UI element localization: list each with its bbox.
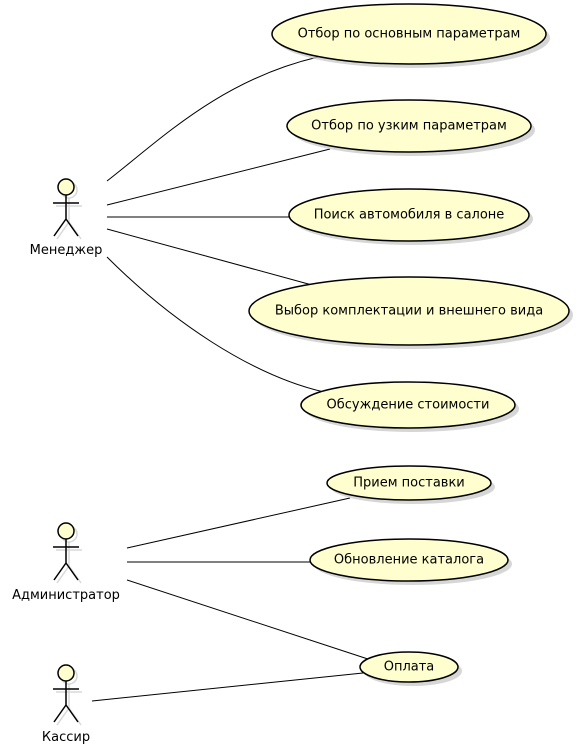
usecase-otbor-osnovnye: Отбор по основным параметрам [271, 3, 550, 68]
association-cashier-uc8 [91, 672, 364, 702]
usecase-priem-postavki: Прием поставки [326, 465, 495, 504]
usecase-label: Прием поставки [353, 476, 465, 491]
actor-name: Менеджер [30, 243, 103, 258]
actor-name: Администратор [12, 588, 120, 603]
usecase-label: Поиск автомобиля в салоне [314, 208, 505, 223]
usecase-label: Обсуждение стоимости [327, 398, 490, 413]
association-manager-uc5 [106, 256, 325, 393]
association-manager-uc1 [106, 56, 319, 182]
association-manager-uc2 [106, 148, 331, 206]
association-admin-uc6 [126, 497, 351, 549]
usecase-vybor-komplektatsii: Выбор комплектации и внешнего вида [248, 276, 573, 349]
actor-name: Кассир [42, 730, 90, 745]
actor-admin: Администратор [12, 522, 120, 603]
usecase-label: Оплата [384, 660, 435, 675]
stick-figure-icon [53, 664, 82, 726]
usecase-obnovlenie-kataloga: Обновление каталога [309, 538, 512, 585]
actor-cashier: Кассир [42, 664, 90, 745]
association-admin-uc8 [126, 579, 375, 662]
stick-figure-icon [53, 178, 82, 240]
usecase-poisk-avtomobilya: Поиск автомобиля в салоне [288, 188, 533, 245]
usecase-label: Выбор комплектации и внешнего вида [275, 304, 543, 319]
usecase-label: Отбор по основным параметрам [298, 27, 521, 42]
use-cases: Отбор по основным параметрам Отбор по уз… [248, 3, 573, 686]
usecase-obsuzhdenie-stoimosti: Обсуждение стоимости [300, 381, 519, 432]
associations [91, 56, 375, 702]
association-manager-uc4 [106, 228, 313, 286]
usecase-label: Отбор по узким параметрам [311, 119, 507, 134]
usecase-otbor-uzkie: Отбор по узким параметрам [286, 99, 535, 156]
stick-figure-icon [53, 522, 82, 584]
actor-manager: Менеджер [30, 178, 103, 258]
usecase-oplata: Оплата [359, 651, 462, 686]
usecase-label: Обновление каталога [334, 553, 484, 568]
